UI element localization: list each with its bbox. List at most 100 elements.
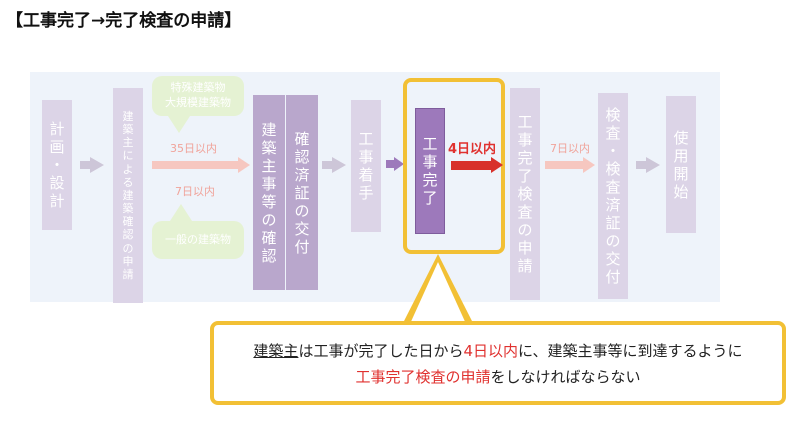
special-note-pointer: [168, 116, 190, 133]
vertical-char: 事: [261, 174, 277, 193]
days-7b-label: 7日以内: [550, 142, 590, 155]
vertical-char: 事: [358, 148, 374, 166]
vertical-char: 築: [122, 202, 134, 216]
callout-text-1: は工事が完了した日から: [298, 342, 464, 360]
vertical-char: 画: [49, 138, 65, 156]
step-inspection-request: 工事完了検査の申請: [510, 88, 540, 300]
vertical-char: 済: [294, 165, 310, 184]
vertical-char: の: [605, 232, 621, 250]
callout-application: 工事完了検査の申請: [355, 368, 491, 387]
general-building-note: 一般の建築物: [152, 221, 244, 259]
vertical-char: 手: [358, 184, 374, 202]
step-confirm-left: 建築主事等の確認: [253, 95, 285, 290]
highlight-frame: [403, 78, 505, 254]
vertical-char: 工: [517, 113, 533, 131]
vertical-char: 交: [605, 250, 621, 268]
arrow-2: [322, 157, 346, 173]
vertical-char: 始: [673, 182, 689, 201]
special-building-line1: 特殊建築物: [170, 81, 226, 95]
arrow-3: [386, 157, 404, 171]
step-owner-application: 建築主による建築確認の申請: [113, 88, 143, 303]
vertical-char: 事: [517, 131, 533, 149]
vertical-char: 計: [49, 120, 65, 138]
callout-days: 4日以内: [463, 342, 518, 360]
vertical-char: 建: [122, 109, 134, 123]
step-inspection-certificate: 検査・検査済証の交付: [598, 93, 628, 299]
vertical-char: る: [122, 175, 134, 189]
arrow-1: [80, 157, 104, 173]
days-4-label: 4日以内: [448, 142, 497, 157]
callout-line-2: 工事完了検査の申請をしなければならない: [214, 364, 782, 390]
step-use: 使用開始: [666, 96, 696, 233]
vertical-char: 証: [605, 214, 621, 232]
vertical-char: 付: [605, 268, 621, 286]
vertical-char: の: [517, 221, 533, 239]
days-4-arrow: [451, 157, 503, 173]
vertical-char: 申: [517, 239, 533, 257]
page-title: 【工事完了→完了検査の申請】: [6, 11, 242, 31]
callout-line-1: 建築主は工事が完了した日から4日以内に、建築主事等に到達するように: [214, 338, 782, 364]
vertical-char: 付: [294, 237, 310, 256]
vertical-char: 検: [517, 185, 533, 203]
vertical-char: 交: [294, 219, 310, 238]
vertical-char: 設: [49, 174, 65, 192]
vertical-char: 築: [261, 138, 277, 157]
days-7a-label: 7日以内: [175, 185, 215, 198]
days-35-arrow: [152, 157, 250, 173]
step-confirm-right: 確認済証の交付: [286, 95, 318, 290]
general-note-pointer: [170, 204, 192, 221]
vertical-char: よ: [122, 162, 134, 176]
callout-text-3: をしなければならない: [490, 368, 641, 387]
vertical-char: 認: [261, 246, 277, 265]
vertical-char: 検: [605, 160, 621, 178]
step-plan: 計画・設計: [42, 100, 72, 230]
vertical-char: 請: [517, 257, 533, 275]
vertical-char: 建: [122, 188, 134, 202]
days-7b-arrow: [545, 157, 595, 173]
vertical-char: の: [294, 201, 310, 220]
vertical-char: 済: [605, 196, 621, 214]
vertical-char: 確: [294, 129, 310, 148]
vertical-char: 了: [517, 167, 533, 185]
vertical-char: 着: [358, 166, 374, 184]
vertical-char: 確: [122, 215, 134, 229]
vertical-char: ・: [49, 156, 65, 174]
vertical-char: の: [261, 210, 277, 229]
vertical-char: 開: [673, 164, 689, 183]
general-building-label: 一般の建築物: [165, 232, 231, 246]
vertical-char: 工: [358, 130, 374, 148]
vertical-char: 認: [122, 228, 134, 242]
vertical-char: 査: [605, 124, 621, 142]
vertical-char: 完: [517, 149, 533, 167]
vertical-char: 申: [122, 254, 134, 268]
vertical-char: 認: [294, 147, 310, 166]
special-building-line2: 大規模建築物: [165, 96, 231, 109]
vertical-char: 築: [122, 122, 134, 136]
callout-owner: 建築主: [253, 342, 299, 360]
vertical-char: に: [122, 149, 134, 163]
vertical-char: 使: [673, 128, 689, 147]
vertical-char: 査: [517, 203, 533, 221]
vertical-char: 計: [49, 192, 65, 210]
vertical-char: 請: [122, 268, 134, 282]
vertical-char: 査: [605, 178, 621, 196]
vertical-char: 完: [422, 171, 438, 189]
arrow-4: [636, 157, 660, 173]
vertical-char: 建: [261, 120, 277, 139]
vertical-char: 用: [673, 146, 689, 165]
step-start: 工事着手: [351, 100, 381, 232]
callout-pointer-fill: [409, 262, 467, 326]
vertical-char: 主: [122, 136, 134, 150]
vertical-char: 了: [422, 189, 438, 207]
vertical-char: の: [122, 241, 134, 255]
vertical-char: 工: [422, 135, 438, 153]
vertical-char: 検: [605, 106, 621, 124]
special-building-note: 特殊建築物 大規模建築物: [152, 76, 244, 116]
step-complete: 工事完了: [415, 108, 445, 234]
vertical-char: 主: [261, 156, 277, 175]
callout-box: 建築主は工事が完了した日から4日以内に、建築主事等に到達するように 工事完了検査…: [210, 321, 786, 405]
vertical-char: ・: [605, 142, 621, 160]
days-35-label: 35日以内: [170, 142, 217, 155]
vertical-char: 確: [261, 228, 277, 247]
callout-text-2: に、建築主事等に到達するように: [518, 342, 743, 360]
